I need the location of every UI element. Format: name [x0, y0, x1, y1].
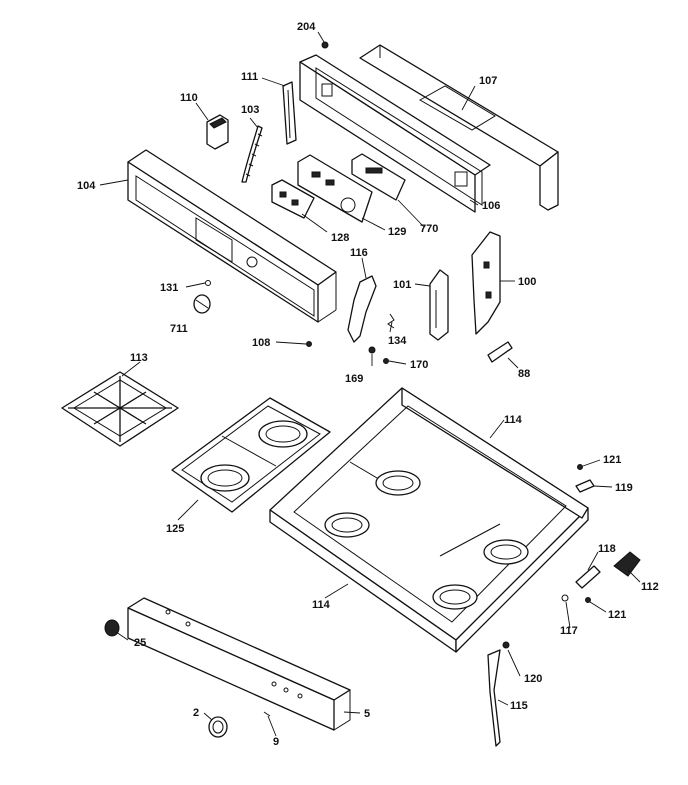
label-2: 2	[193, 707, 199, 719]
label-113: 113	[130, 352, 148, 364]
label-104: 104	[77, 180, 96, 192]
part-120-screw	[502, 641, 510, 649]
part-5-manifold-panel	[127, 597, 351, 731]
part-121-screw-bottom	[585, 597, 591, 603]
part-170-screw	[383, 358, 389, 364]
part-25-knob	[104, 619, 120, 637]
label-134: 134	[388, 335, 407, 347]
label-121-bottom: 121	[608, 609, 626, 621]
label-108: 108	[252, 337, 270, 349]
label-128: 128	[331, 232, 349, 244]
part-106-backguard	[299, 54, 491, 213]
label-111: 111	[241, 71, 258, 83]
part-2-knob	[208, 716, 228, 738]
label-120: 120	[524, 673, 542, 685]
part-115-rod	[487, 649, 501, 747]
label-110: 110	[180, 92, 198, 104]
leader-lines	[99, 31, 641, 737]
part-110-switch	[206, 114, 229, 150]
label-770: 770	[420, 223, 438, 235]
label-125: 125	[166, 523, 184, 535]
part-108-screw	[306, 341, 312, 347]
part-103-harness	[241, 125, 263, 183]
label-88: 88	[518, 368, 530, 380]
label-711: 711	[170, 323, 188, 335]
label-204: 204	[297, 21, 316, 33]
part-9-screw	[263, 711, 271, 717]
part-107-trim-cover	[359, 44, 559, 211]
part-88-rod	[487, 341, 513, 363]
part-129-control-board	[297, 154, 373, 223]
label-9: 9	[273, 736, 279, 748]
part-113-grate	[61, 371, 179, 447]
part-128-button-pad	[271, 179, 315, 219]
label-112: 112	[641, 581, 659, 593]
part-204-screw	[321, 41, 329, 49]
label-114-top: 114	[504, 414, 523, 426]
label-106: 106	[482, 200, 500, 212]
label-118: 118	[598, 543, 616, 555]
label-169: 169	[345, 373, 363, 385]
label-103: 103	[241, 104, 259, 116]
part-112-knob	[613, 551, 641, 577]
part-117-screw	[561, 594, 569, 602]
part-125-drip-pans	[171, 397, 331, 513]
part-131-clip	[205, 280, 211, 286]
part-118-hinge	[575, 565, 601, 589]
label-116: 116	[350, 247, 368, 259]
part-111-bracket	[282, 81, 297, 145]
part-119-clip	[575, 479, 595, 493]
part-104-control-panel	[127, 149, 337, 323]
part-121-screw-top	[577, 464, 583, 470]
label-121-top: 121	[603, 454, 621, 466]
label-100: 100	[518, 276, 536, 288]
label-131: 131	[160, 282, 178, 294]
label-107: 107	[479, 75, 497, 87]
part-711-knob	[193, 294, 211, 314]
part-101-bracket	[429, 269, 449, 341]
part-169-screw	[368, 346, 376, 354]
part-770-electronic-board	[351, 153, 406, 201]
label-5: 5	[364, 708, 370, 720]
label-25: 25	[134, 637, 146, 649]
part-114-cooktop	[269, 387, 589, 653]
part-116-bracket	[347, 275, 377, 343]
label-117: 117	[560, 625, 578, 637]
part-100-side-bracket	[471, 231, 501, 335]
label-170: 170	[410, 359, 428, 371]
label-119: 119	[615, 482, 633, 494]
label-101: 101	[393, 279, 411, 291]
part-labels: 204 111 107 110 103 104 106 128 129 770 …	[77, 21, 659, 748]
label-129: 129	[388, 226, 406, 238]
label-115: 115	[510, 700, 528, 712]
label-114-bottom: 114	[312, 599, 331, 611]
